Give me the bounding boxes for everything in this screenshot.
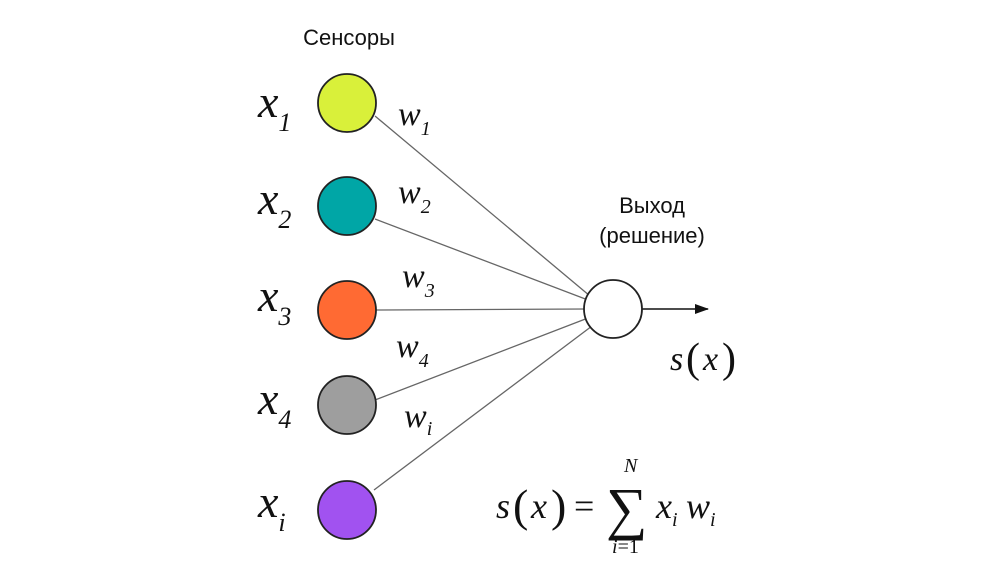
svg-text:s: s bbox=[670, 341, 683, 378]
edge-3 bbox=[375, 308, 587, 311]
formula-lhs-fn: s bbox=[496, 486, 510, 526]
input-label-i: xi bbox=[257, 476, 286, 537]
sensor-nodes bbox=[317, 73, 377, 540]
formula-lhs-arg: x bbox=[530, 486, 547, 526]
edges bbox=[373, 115, 593, 491]
summation-formula: s ( x ) = ∑ N i=1 xi wi bbox=[496, 455, 716, 558]
input-label-3: x3 bbox=[257, 270, 291, 331]
sensor-node-1 bbox=[317, 73, 377, 133]
sensor-node-2 bbox=[317, 176, 377, 236]
input-label-4: x4 bbox=[257, 373, 291, 434]
formula-upper-limit: N bbox=[623, 455, 639, 477]
weight-label-i: wi bbox=[404, 398, 432, 440]
input-labels: x1 x2 x3 x4 xi bbox=[257, 76, 291, 537]
weight-labels: w1 w2 w3 w4 wi bbox=[396, 96, 435, 440]
output-node bbox=[583, 279, 643, 339]
sensor-node-3 bbox=[317, 280, 377, 340]
output-subtitle: (решение) bbox=[599, 223, 705, 248]
sensor-node-4 bbox=[317, 375, 377, 435]
output-title: Выход bbox=[619, 193, 685, 218]
edge-2 bbox=[374, 218, 589, 301]
output-function-label: s ( x ) bbox=[670, 336, 736, 382]
input-label-1: x1 bbox=[257, 76, 291, 137]
svg-text:): ) bbox=[551, 480, 566, 531]
weight-label-4: w4 bbox=[396, 328, 429, 372]
svg-text:x: x bbox=[702, 341, 718, 378]
weight-label-2: w2 bbox=[398, 174, 431, 218]
input-label-2: x2 bbox=[257, 173, 291, 234]
formula-term-x: xi bbox=[655, 486, 678, 531]
weight-label-3: w3 bbox=[402, 258, 435, 302]
formula-equals: = bbox=[574, 486, 594, 526]
edge-1 bbox=[374, 115, 591, 297]
formula-sigma: ∑ bbox=[606, 476, 647, 541]
svg-text:): ) bbox=[722, 336, 736, 382]
formula-term-w: wi bbox=[686, 486, 716, 531]
formula-lower-limit: i=1 bbox=[612, 536, 639, 558]
svg-text:(: ( bbox=[686, 336, 700, 382]
svg-text:(: ( bbox=[513, 480, 528, 531]
edge-i bbox=[373, 325, 593, 491]
weight-label-1: w1 bbox=[398, 96, 431, 140]
sensors-title: Сенсоры bbox=[303, 25, 395, 50]
sensor-node-i bbox=[317, 480, 377, 540]
edge-4 bbox=[374, 317, 589, 401]
